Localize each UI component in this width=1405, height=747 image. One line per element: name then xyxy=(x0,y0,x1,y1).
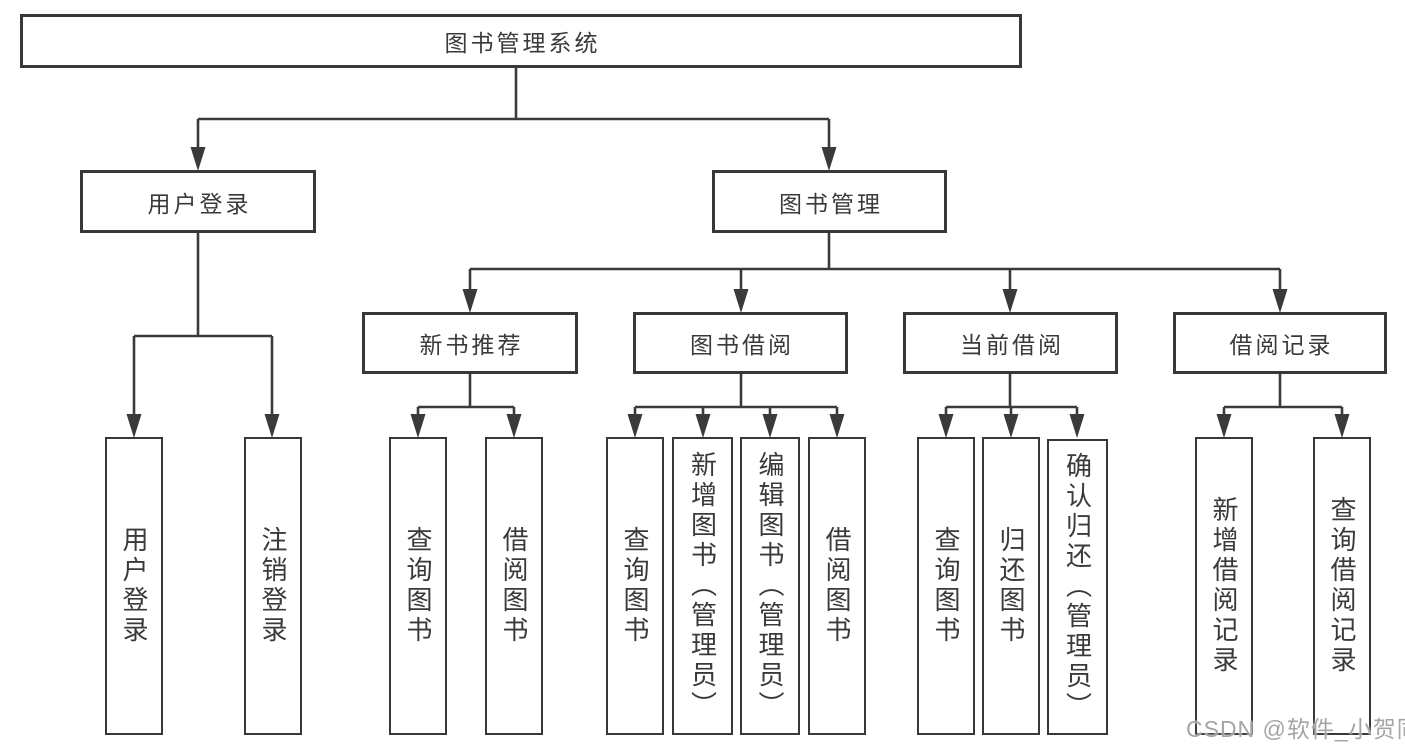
leaf-user-login: 用户登录 xyxy=(105,437,163,735)
node-current-borrowing: 当前借阅 xyxy=(903,312,1118,374)
leaf-label: 归还图书 xyxy=(996,526,1026,646)
csdn-watermark: CSDN @软件_小贺同学 xyxy=(1186,716,1405,742)
leaf-label: 查询图书 xyxy=(403,526,433,646)
leaf-label: 借阅图书 xyxy=(499,526,529,646)
leaf-borrow-books-recommend: 借阅图书 xyxy=(485,437,543,735)
leaf-label: 用户登录 xyxy=(119,526,149,646)
node-new-book-recommendation: 新书推荐 xyxy=(362,312,578,374)
leaf-add-books-admin: 新增图书（管理员） xyxy=(672,437,733,735)
leaf-query-borrow-record: 查询借阅记录 xyxy=(1313,437,1371,735)
leaf-confirm-return-admin: 确认归还（管理员） xyxy=(1047,439,1108,735)
leaf-label: 查询借阅记录 xyxy=(1327,496,1357,676)
leaf-return-books: 归还图书 xyxy=(982,437,1040,735)
node-borrowing-records: 借阅记录 xyxy=(1173,312,1387,374)
node-user-login: 用户登录 xyxy=(80,170,316,233)
leaf-edit-books-admin: 编辑图书（管理员） xyxy=(740,437,800,735)
leaf-add-borrow-record: 新增借阅记录 xyxy=(1195,437,1253,735)
leaf-query-books-borrowing: 查询图书 xyxy=(606,437,664,735)
node-library-management-system: 图书管理系统 xyxy=(20,14,1022,68)
leaf-label: 新增图书（管理员） xyxy=(687,451,718,721)
leaf-label: 借阅图书 xyxy=(822,526,852,646)
leaf-query-books-recommend: 查询图书 xyxy=(389,437,447,735)
node-book-borrowing: 图书借阅 xyxy=(633,312,848,374)
leaf-label: 注销登录 xyxy=(258,526,288,646)
node-book-management: 图书管理 xyxy=(712,170,947,233)
leaf-label: 编辑图书（管理员） xyxy=(755,451,785,721)
leaf-label: 确认归还（管理员） xyxy=(1062,452,1093,722)
leaf-label: 新增借阅记录 xyxy=(1209,496,1239,676)
leaf-logout: 注销登录 xyxy=(244,437,302,735)
leaf-query-books-current: 查询图书 xyxy=(917,437,975,735)
leaf-label: 查询图书 xyxy=(620,526,650,646)
leaf-label: 查询图书 xyxy=(931,526,961,646)
leaf-borrow-books-borrowing: 借阅图书 xyxy=(808,437,866,735)
